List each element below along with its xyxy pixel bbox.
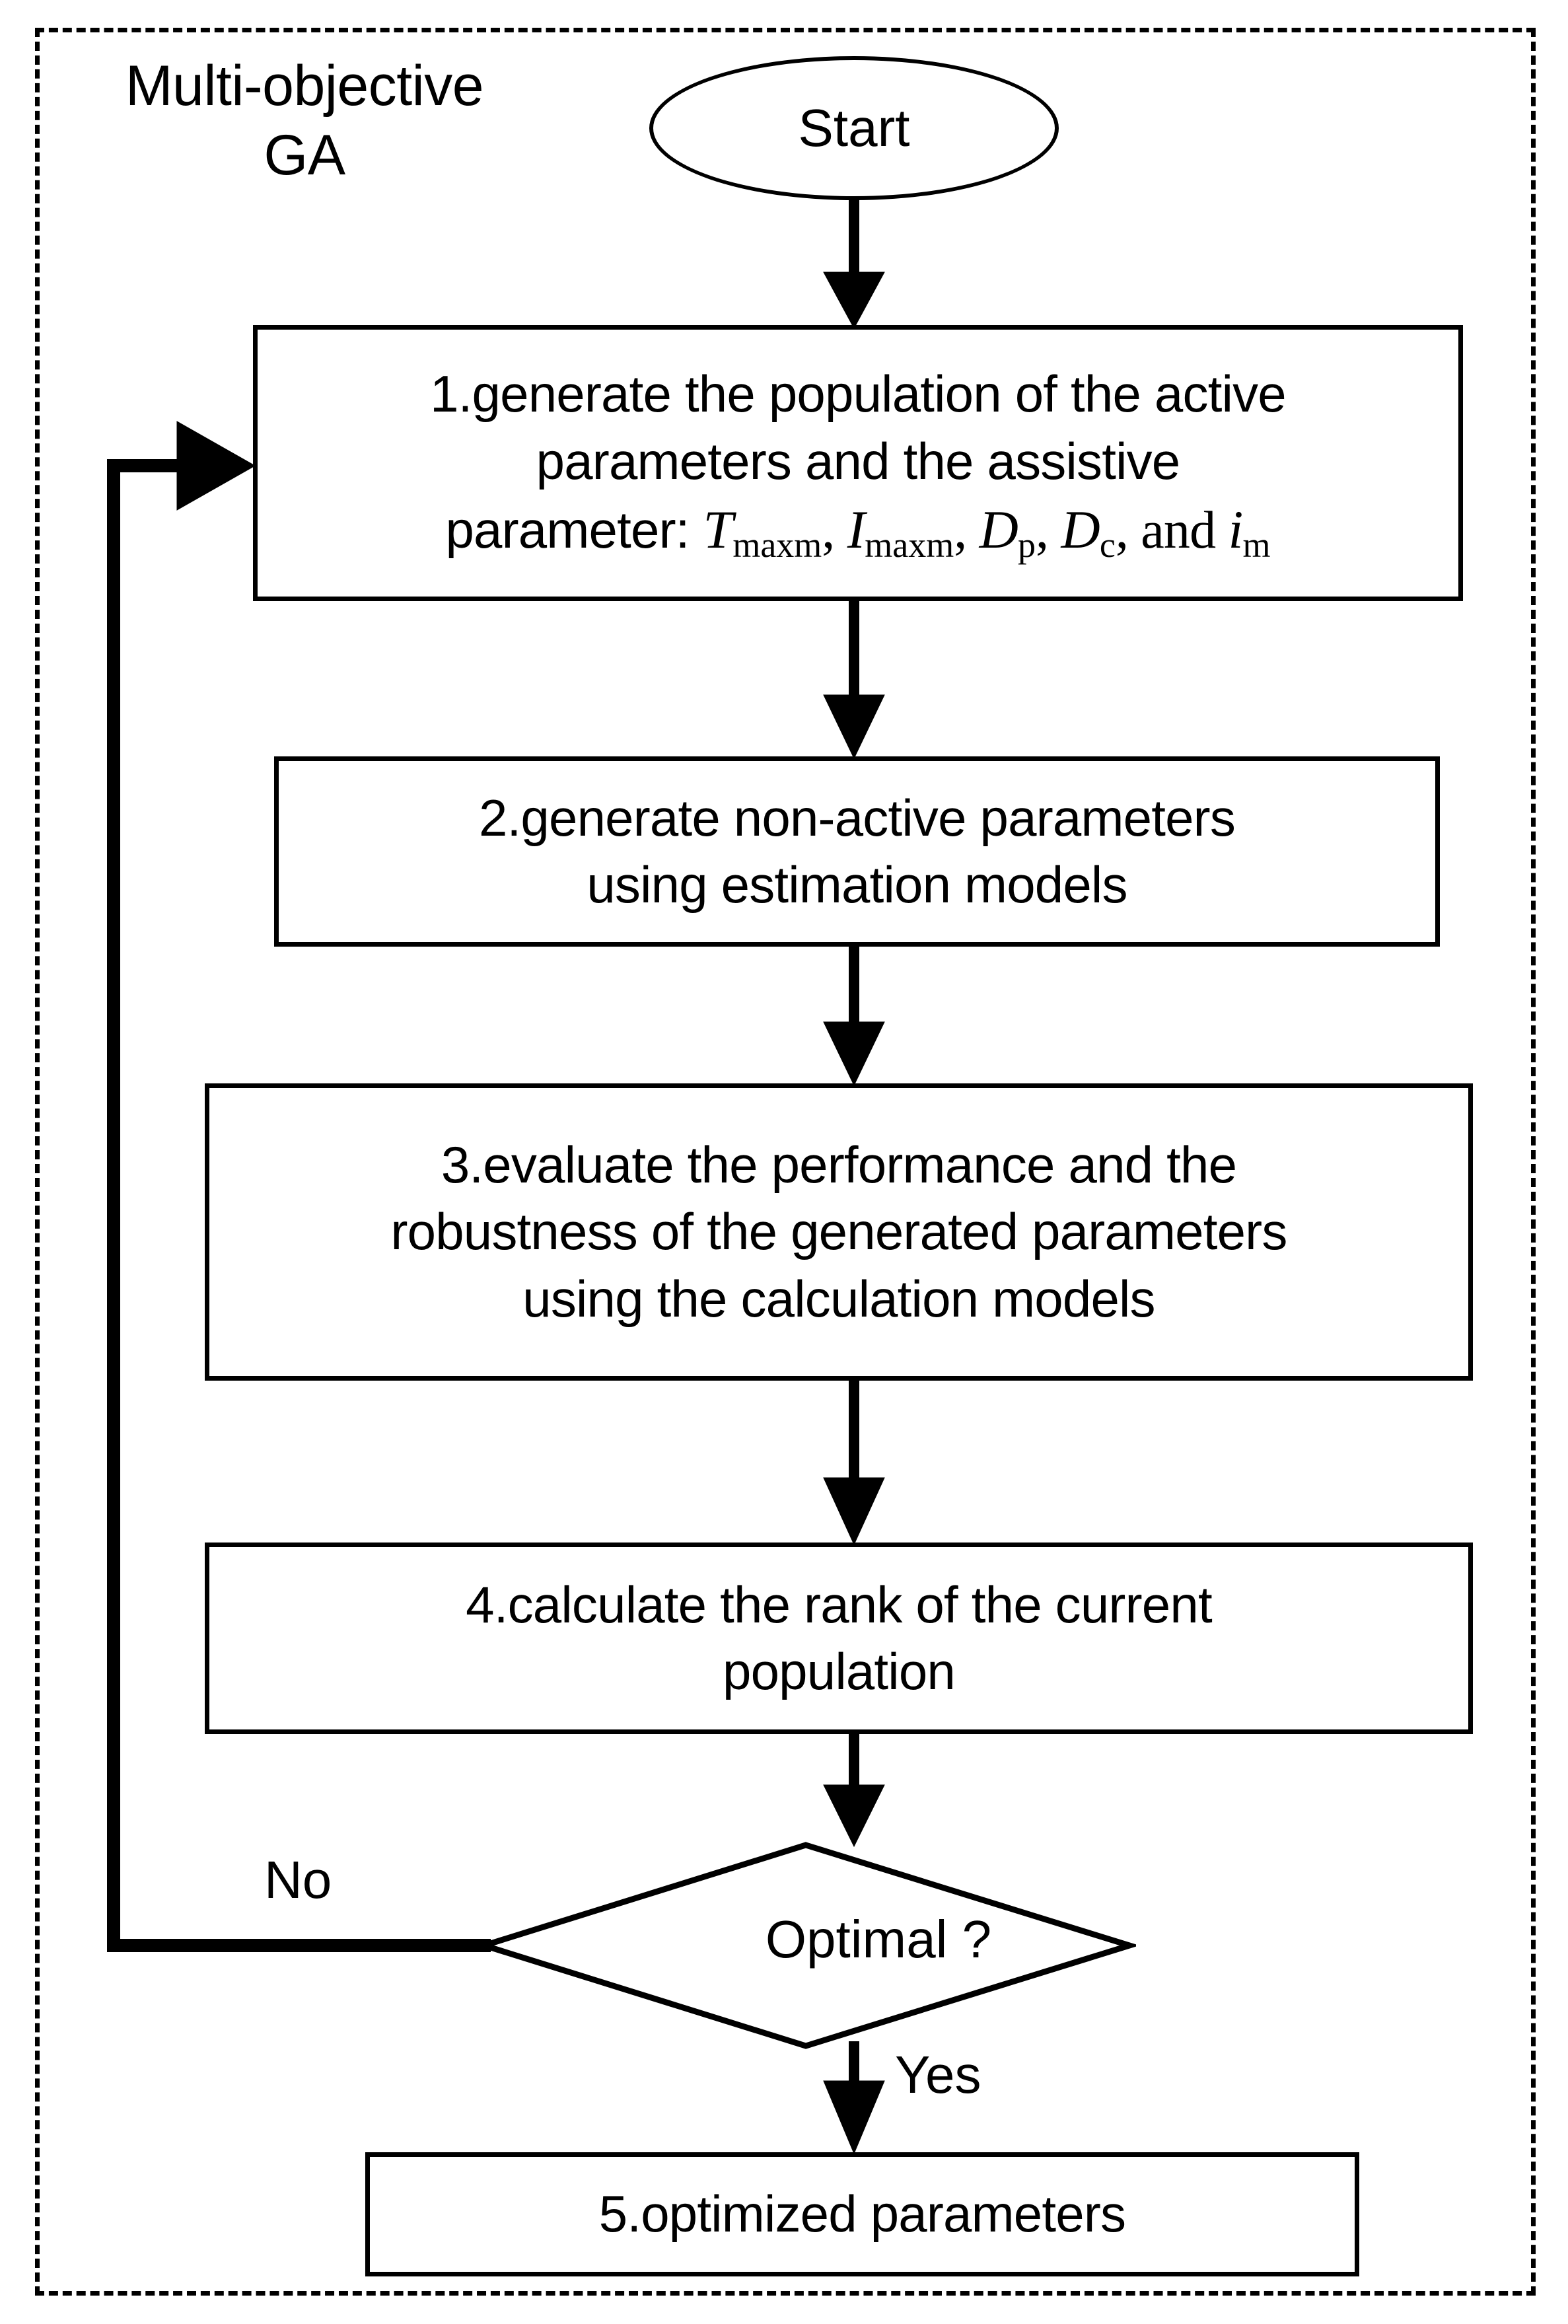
step3-line2: robustness of the generated parameters — [390, 1202, 1287, 1261]
variable-symbol: D — [979, 499, 1018, 560]
edge-label-yes: Yes — [895, 2045, 981, 2104]
variable-subscript: p — [1018, 525, 1036, 565]
variable-subscript: maxm — [865, 525, 954, 565]
process-node-step4[interactable]: 4.calculate the rank of the current popu… — [205, 1543, 1473, 1734]
step5-text: 5.optimized parameters — [598, 2185, 1126, 2243]
step3-text: 3.evaluate the performance and the robus… — [209, 1132, 1468, 1332]
variable-symbol: I — [847, 499, 865, 560]
decision-node-label: Optimal ? — [765, 1910, 992, 1969]
step4-line1: 4.calculate the rank of the current — [466, 1575, 1212, 1634]
step2-line1: 2.generate non-active parameters — [478, 788, 1236, 847]
process-node-step5[interactable]: 5.optimized parameters — [365, 2152, 1359, 2276]
step1-text: 1.generate the population of the active … — [258, 361, 1458, 565]
step2-line2: using estimation models — [587, 855, 1127, 914]
step2-text: 2.generate non-active parameters using e… — [279, 785, 1435, 919]
step1-line3-prefix: parameter: — [445, 501, 703, 560]
step4-line2: population — [723, 1642, 956, 1700]
step1-line2: parameters and the assistive — [536, 431, 1181, 490]
start-node[interactable]: Start — [649, 56, 1059, 200]
variable-separator: , — [954, 501, 980, 560]
group-label-line2: GA — [264, 123, 345, 187]
decision-node[interactable] — [474, 1840, 1140, 2051]
variable-subscript: m — [1242, 525, 1271, 565]
step1-line3: parameter: Tmaxm, Imaxm, Dp, Dc, and im — [445, 499, 1271, 565]
step3-line3: using the calculation models — [522, 1269, 1155, 1328]
variable-symbol: T — [703, 499, 734, 560]
process-node-step1[interactable]: 1.generate the population of the active … — [253, 325, 1463, 601]
group-label-line1: Multi-objective — [125, 54, 484, 118]
group-label: Multi-objective GA — [63, 52, 546, 190]
group-boundary — [35, 28, 1536, 2296]
step1-line1: 1.generate the population of the active — [430, 365, 1287, 423]
step4-text: 4.calculate the rank of the current popu… — [209, 1572, 1468, 1706]
variable-subscript: c — [1099, 525, 1116, 565]
variable-symbol: i — [1228, 499, 1244, 560]
process-node-step3[interactable]: 3.evaluate the performance and the robus… — [205, 1083, 1473, 1381]
variable-separator: , and — [1115, 501, 1229, 560]
variable-separator: , — [822, 501, 847, 560]
start-node-label: Start — [798, 98, 910, 157]
variable-symbol: D — [1061, 499, 1100, 560]
variable-subscript: maxm — [732, 525, 822, 565]
step1-variables: Tmaxm, Imaxm, Dp, Dc, and im — [703, 499, 1271, 565]
step3-line1: 3.evaluate the performance and the — [441, 1135, 1237, 1194]
edge-label-no: No — [264, 1850, 332, 1909]
process-node-step2[interactable]: 2.generate non-active parameters using e… — [274, 756, 1440, 947]
variable-separator: , — [1036, 501, 1061, 560]
